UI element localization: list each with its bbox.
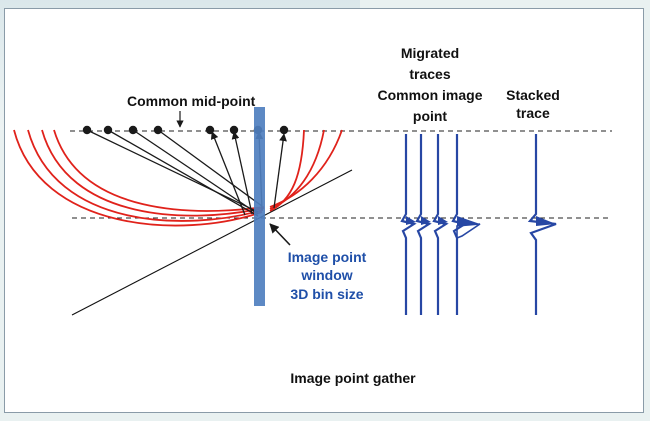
stacked-label-2: trace bbox=[516, 105, 550, 121]
surface-point bbox=[153, 125, 163, 135]
migration-curve-4 bbox=[53, 129, 265, 212]
ray-6 bbox=[231, 131, 253, 215]
window-label-3: 3D bin size bbox=[290, 286, 363, 302]
window-label-2: window bbox=[300, 267, 352, 283]
ray-5 bbox=[210, 131, 246, 216]
migrated-trace-2 bbox=[415, 134, 432, 315]
migration-curve-7 bbox=[269, 129, 305, 212]
diagram-caption: Image point gather bbox=[290, 370, 416, 386]
wavelet-4-tail bbox=[456, 223, 481, 240]
migrated-label-2: traces bbox=[409, 66, 450, 82]
migration-curve-6 bbox=[269, 129, 325, 210]
migration-curve-2 bbox=[27, 129, 264, 222]
migrated-label-1: Migrated bbox=[401, 45, 459, 61]
migration-curve-3 bbox=[41, 129, 265, 217]
ray-1 bbox=[86, 129, 259, 213]
ray-8 bbox=[273, 133, 287, 209]
migrated-label-3: Common image bbox=[377, 87, 482, 103]
wavelet-1 bbox=[406, 216, 416, 225]
surface-point bbox=[279, 125, 289, 135]
wavelet-3 bbox=[438, 216, 448, 225]
surface-point bbox=[82, 125, 92, 135]
ray-4 bbox=[157, 129, 263, 207]
window-label-1: Image point bbox=[288, 249, 367, 265]
migrated-label-4: point bbox=[413, 108, 448, 124]
ray-paths bbox=[86, 129, 287, 217]
window-pointer-arrow bbox=[269, 223, 291, 246]
migration-curve-1 bbox=[13, 129, 263, 227]
migration-curves bbox=[13, 129, 343, 227]
migrated-trace-1 bbox=[400, 134, 417, 315]
stacked-label-1: Stacked bbox=[506, 87, 560, 103]
dipping-reflector-line bbox=[71, 169, 353, 316]
migration-curve-5 bbox=[269, 129, 343, 208]
ray-2 bbox=[107, 129, 259, 217]
surface-point bbox=[103, 125, 113, 135]
common-midpoint-label: Common mid-point bbox=[127, 93, 256, 109]
wavelet-4 bbox=[457, 216, 480, 226]
migrated-trace-3 bbox=[432, 134, 449, 315]
surface-point bbox=[205, 125, 215, 135]
wavelet-2 bbox=[421, 216, 431, 225]
stacked-wavelet bbox=[536, 216, 556, 226]
image-point-window-bar bbox=[254, 107, 265, 306]
migrated-traces bbox=[400, 134, 468, 315]
surface-point bbox=[128, 125, 138, 135]
migrated-wavelets bbox=[406, 216, 481, 240]
ray-3 bbox=[132, 129, 259, 215]
surface-point bbox=[229, 125, 239, 135]
